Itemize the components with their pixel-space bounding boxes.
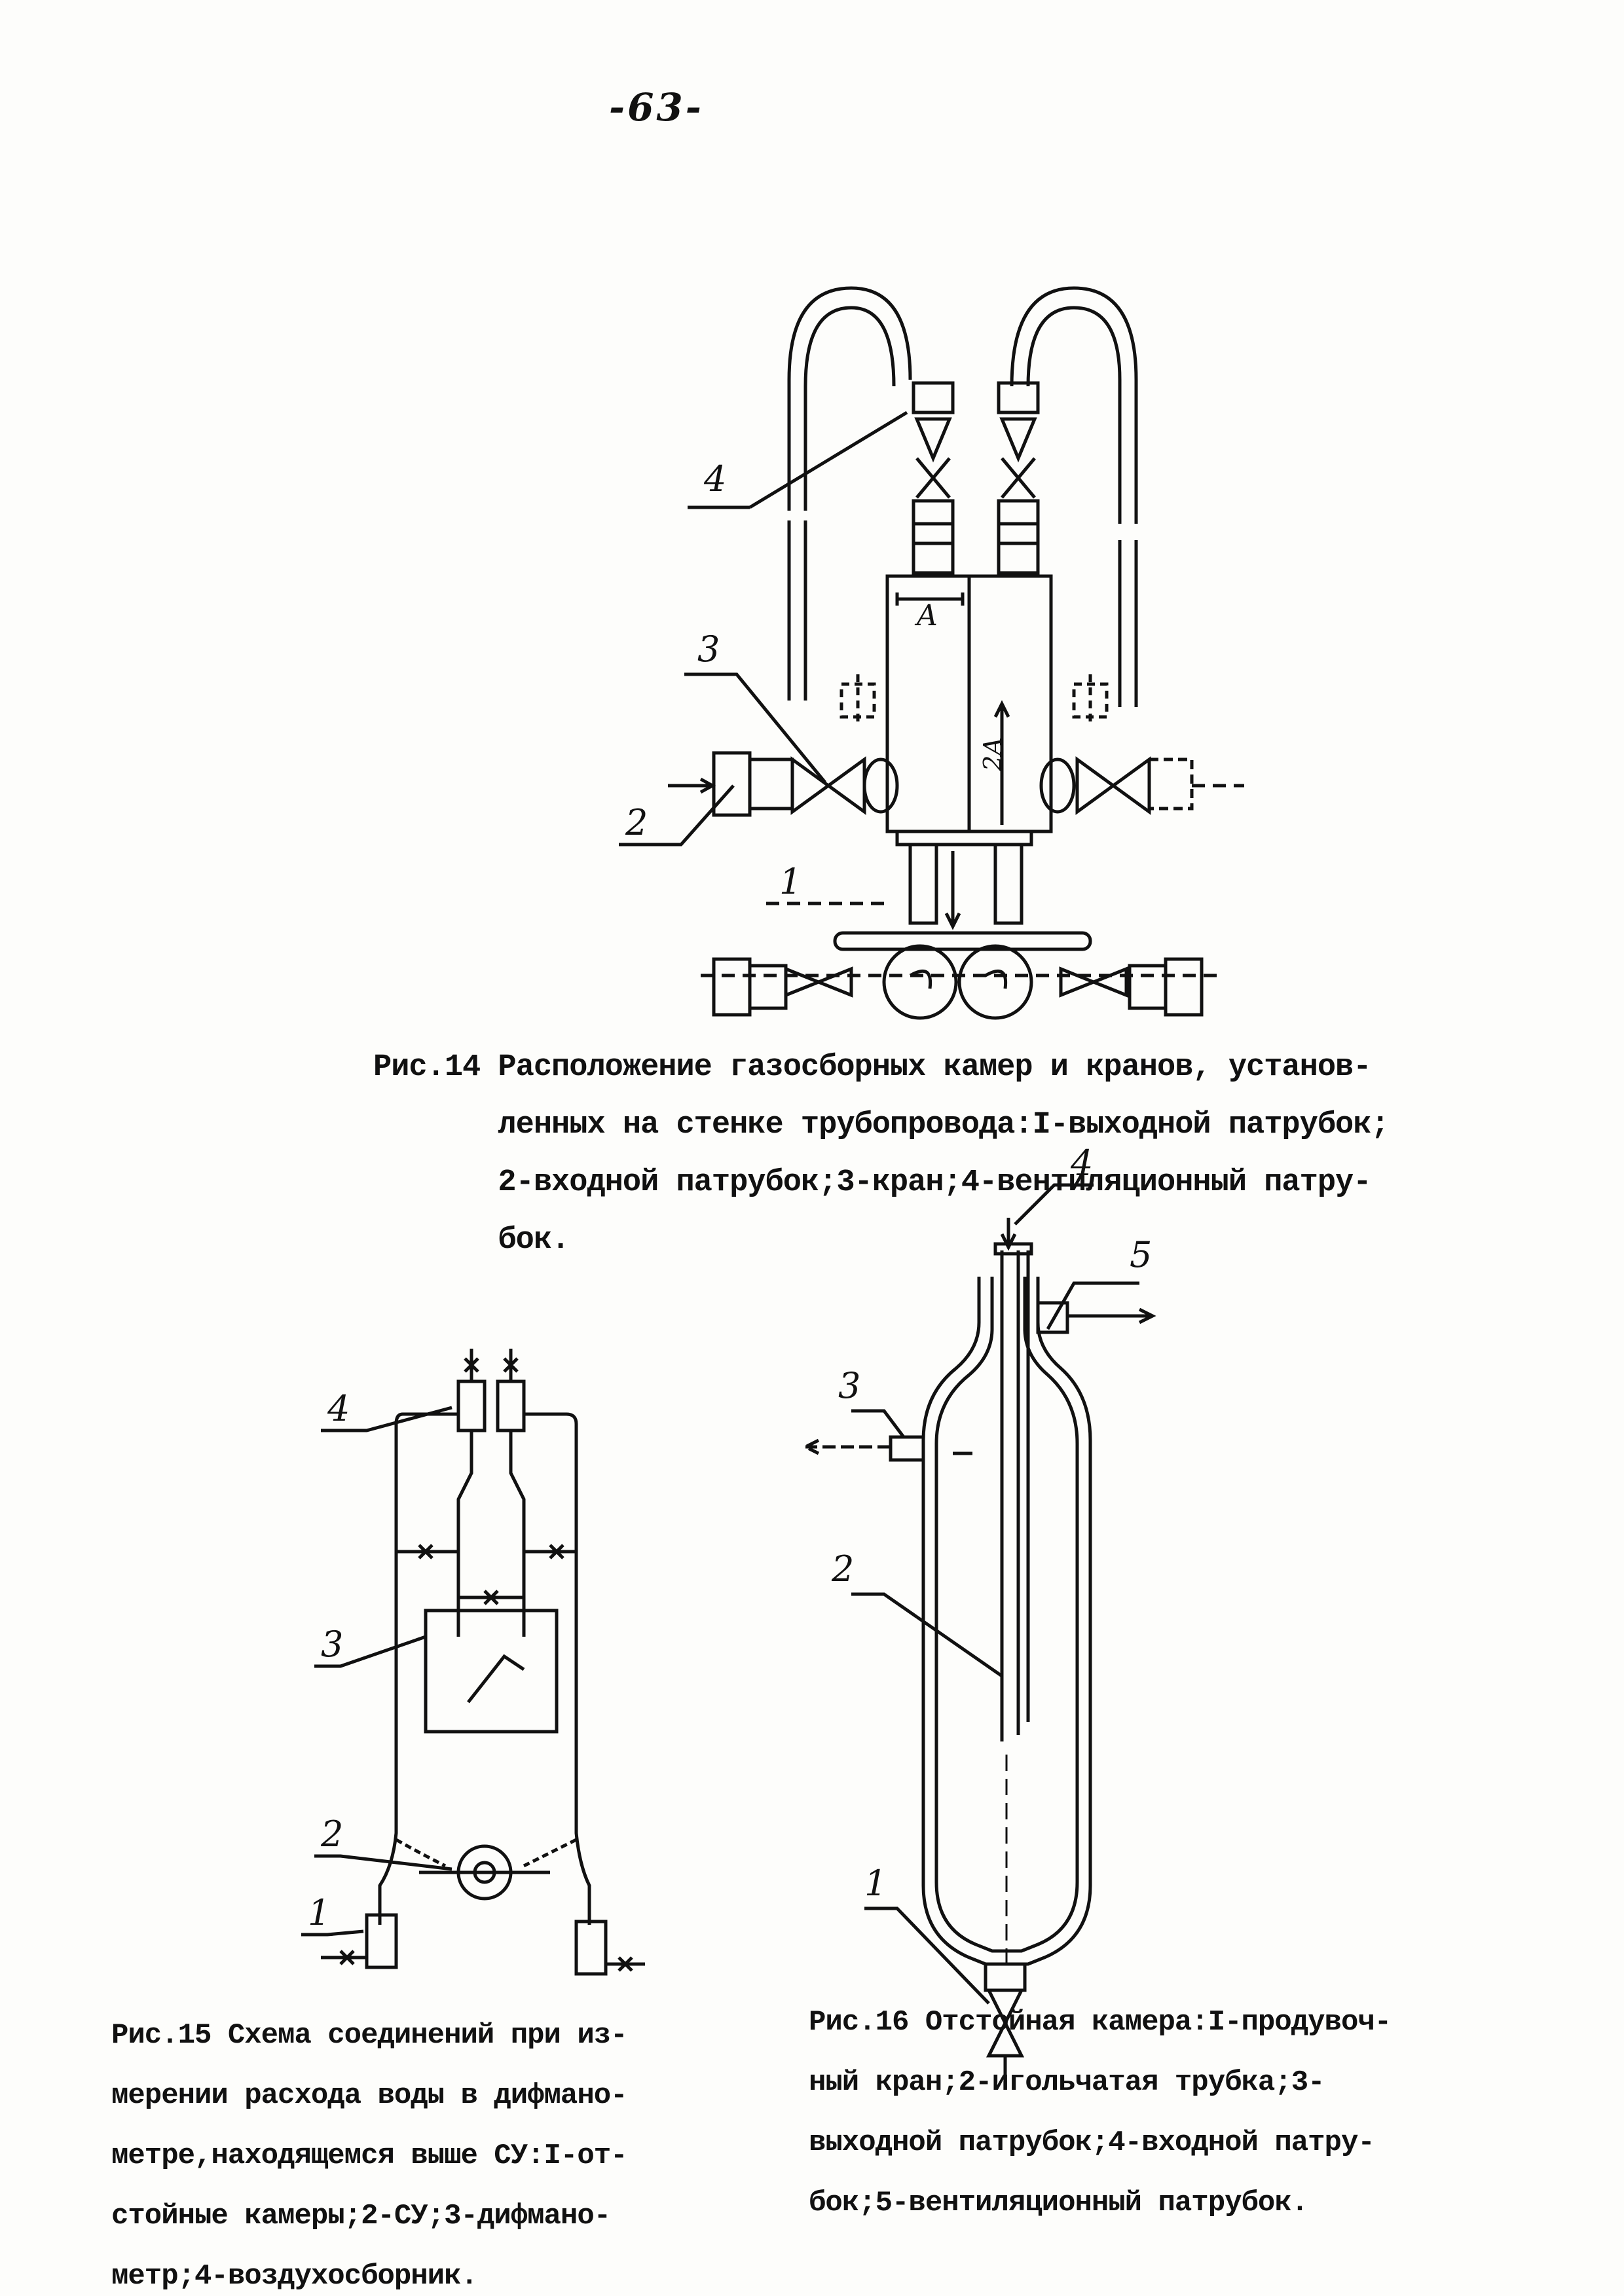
fig15-caption: Рис.15 Схема соединений при из- мерении …	[111, 2019, 628, 2293]
fig14-caption: Рис.14 Расположение газосборных камер и …	[373, 1050, 1390, 1258]
needle-tube	[1000, 1250, 1030, 1741]
fig16-label-1: 1	[864, 1863, 887, 1904]
leader-4	[748, 410, 908, 509]
page-number: -63-	[609, 85, 704, 130]
fig14-label-2: 2	[625, 802, 648, 843]
fig16-label-4: 4	[1071, 1142, 1094, 1184]
fig16-label-2: 2	[832, 1548, 855, 1590]
settling-chamber-right	[574, 1920, 608, 1976]
fig14-label-3: 3	[697, 629, 720, 670]
fig15-label-4: 4	[327, 1388, 350, 1429]
fig15-label-2: 2	[321, 1813, 344, 1855]
left-hose	[787, 286, 912, 701]
fig16-label-3: 3	[838, 1365, 861, 1406]
pipeline	[833, 931, 1092, 951]
fig15-label-3: 3	[321, 1624, 344, 1665]
fig16-label-5: 5	[1130, 1234, 1153, 1275]
fig16-caption: Рис.16 Отстойная камера:I-продувоч- ный …	[809, 2006, 1392, 2219]
fig14-label-1: 1	[779, 861, 802, 902]
right-hose	[1010, 286, 1138, 707]
fig14-dim-A: A	[917, 599, 938, 632]
settling-chamber-left	[365, 1913, 398, 1969]
fig14-label-4: 4	[704, 458, 727, 500]
fig15-label-1: 1	[308, 1892, 331, 1933]
differential-manometer	[424, 1609, 559, 1734]
